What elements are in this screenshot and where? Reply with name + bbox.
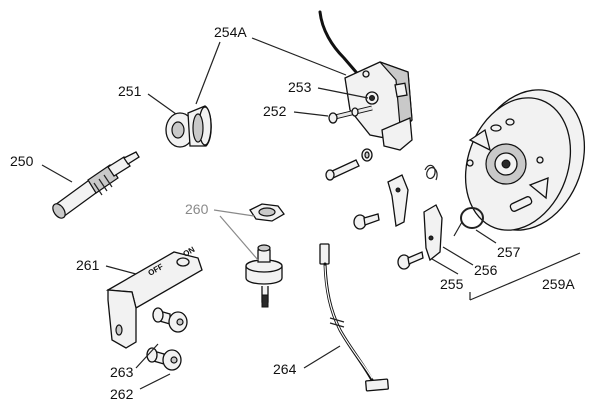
switch-nut-260 <box>249 203 285 222</box>
leader-252 <box>293 111 329 117</box>
label-255: 255 <box>440 276 464 292</box>
leader-261 <box>105 265 137 275</box>
leader-253 <box>317 87 369 99</box>
spring-small <box>424 164 438 181</box>
screw-bolt-a <box>353 213 380 230</box>
leader-254A-a <box>195 41 221 105</box>
flywheel <box>464 89 586 231</box>
spark-plug-250 <box>52 151 140 219</box>
leader-256 <box>442 246 474 266</box>
label-263: 263 <box>110 364 134 380</box>
label-261: 261 <box>76 257 100 273</box>
bracket-part <box>387 174 409 227</box>
label-257: 257 <box>497 244 521 260</box>
grommet-251 <box>165 105 212 148</box>
leader-251 <box>147 93 177 115</box>
label-256: 256 <box>474 262 498 278</box>
leader-257 <box>475 229 497 244</box>
spring-257 <box>453 207 484 237</box>
wire-harness-264 <box>319 243 389 392</box>
leader-260-a <box>213 209 255 217</box>
bracket-259A <box>469 252 581 301</box>
lever-256 <box>423 204 443 262</box>
bolt-262 <box>146 347 182 371</box>
toggle-switch-260 <box>245 244 283 308</box>
screw-lower <box>325 148 373 181</box>
bolt-263 <box>152 307 188 333</box>
leader-264 <box>303 345 341 369</box>
leader-263 <box>135 343 159 369</box>
label-254A: 254A <box>214 24 247 40</box>
leader-250 <box>41 164 73 183</box>
leader-260-b <box>219 215 259 261</box>
label-253: 253 <box>288 79 312 95</box>
label-252: 252 <box>263 103 287 119</box>
screw-255 <box>397 251 424 270</box>
ignition-module-253 <box>318 10 413 151</box>
leader-254A-b <box>251 37 347 76</box>
label-251: 251 <box>118 83 142 99</box>
label-259A: 259A <box>542 276 575 292</box>
label-262: 262 <box>110 386 134 402</box>
label-260: 260 <box>185 201 209 217</box>
screw-252 <box>328 105 373 124</box>
switch-plate-261: ON OFF <box>105 245 203 349</box>
leader-262 <box>139 373 171 390</box>
label-264: 264 <box>273 361 297 377</box>
leader-255 <box>431 258 459 275</box>
label-250: 250 <box>10 153 34 169</box>
